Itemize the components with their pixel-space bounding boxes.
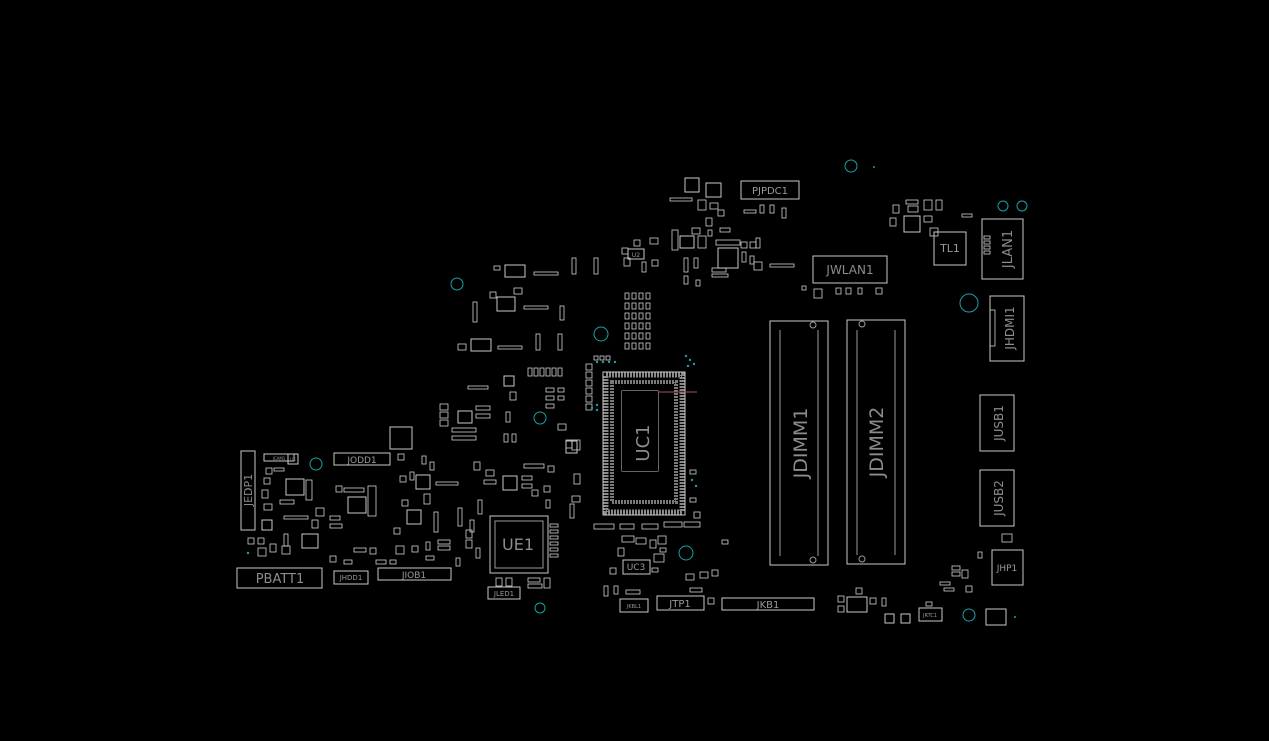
label-jusb2: JUSB2 — [992, 480, 1006, 517]
component-jwlan1[interactable]: JWLAN1 — [801, 255, 888, 299]
misc-left-cluster — [389, 257, 599, 567]
caps-around-uc1 — [565, 292, 701, 563]
label-jled1: JLED1 — [493, 590, 514, 598]
component-pbatt1[interactable]: PBATT1 — [236, 567, 323, 589]
label-uk: UK — [290, 457, 296, 462]
label-jedp1: JEDP1 — [242, 474, 255, 507]
component-jhp1[interactable]: JHP1 — [939, 533, 1024, 626]
label-uc1: UC1 — [633, 424, 654, 461]
component-u2[interactable]: U2 — [627, 248, 645, 260]
component-uk[interactable]: UK — [287, 453, 299, 465]
label-jwlan1: JWLAN1 — [825, 263, 873, 277]
label-pbatt1: PBATT1 — [256, 572, 305, 587]
label-jhdd1: JHDD1 — [339, 574, 363, 582]
label-jhp1: JHP1 — [996, 564, 1018, 574]
label-uc3: UC3 — [627, 563, 646, 573]
label-u2: U2 — [632, 252, 640, 259]
misc-bottom-right — [837, 587, 933, 624]
component-pjpdc1[interactable]: PJPDC1 — [740, 180, 800, 200]
misc-top-parts — [621, 177, 795, 287]
label-jkb1: JKB1 — [756, 600, 780, 611]
component-tl1[interactable]: TL1 — [933, 231, 967, 266]
component-jkb1[interactable]: JKB1 — [721, 597, 815, 611]
label-jlan1: JLAN1 — [1001, 230, 1016, 269]
misc-right-top — [844, 159, 1028, 313]
component-ue1[interactable]: UE1 — [469, 515, 559, 589]
component-jled1[interactable]: JLED1 — [487, 586, 521, 600]
mounting-hole — [534, 602, 546, 614]
label-jcam1: JCAM1 — [272, 456, 286, 461]
label-pjpdc1: PJPDC1 — [752, 186, 788, 197]
component-jedp1[interactable]: JEDP1 — [240, 450, 256, 531]
component-uc1[interactable]: UC1 — [602, 371, 697, 516]
label-jtp1: JTP1 — [668, 599, 690, 610]
component-jiob1[interactable]: JIOB1 — [377, 567, 452, 581]
label-jdimm2: JDIMM2 — [866, 407, 888, 479]
label-jiob1: JIOB1 — [401, 571, 426, 581]
component-jusb1[interactable]: JUSB1 — [979, 394, 1015, 452]
label-jodd1: JODD1 — [346, 456, 376, 466]
component-uc3[interactable]: UC3 — [603, 539, 729, 605]
component-jdimm1[interactable]: JDIMM1 — [769, 320, 829, 566]
component-jcam1[interactable]: JCAM1 — [263, 453, 295, 462]
component-jhdd1[interactable]: JHDD1 — [333, 570, 369, 585]
label-jdimm1: JDIMM1 — [790, 408, 812, 480]
label-jhdmi1: JHDMI1 — [1003, 306, 1017, 350]
label-jrtc1: JRTC1 — [922, 613, 937, 619]
component-jodd1[interactable]: JODD1 — [333, 452, 391, 466]
label-jusb1: JUSB1 — [992, 405, 1006, 442]
label-jkbl1: JKBL1 — [626, 604, 641, 610]
label-ue1: UE1 — [502, 535, 534, 554]
label-tl1: TL1 — [939, 242, 960, 255]
misc-far-left — [246, 457, 435, 565]
component-jkbl1[interactable]: JKBL1 — [619, 598, 649, 613]
component-jrtc1[interactable]: JRTC1 — [918, 607, 943, 622]
component-jusb2[interactable]: JUSB2 — [979, 469, 1015, 527]
component-jhdmi1[interactable]: JHDMI1 — [989, 295, 1025, 362]
component-jlan1[interactable]: JLAN1 — [981, 218, 1024, 280]
component-jdimm2[interactable]: JDIMM2 — [846, 319, 906, 565]
component-jtp1[interactable]: JTP1 — [656, 595, 705, 611]
